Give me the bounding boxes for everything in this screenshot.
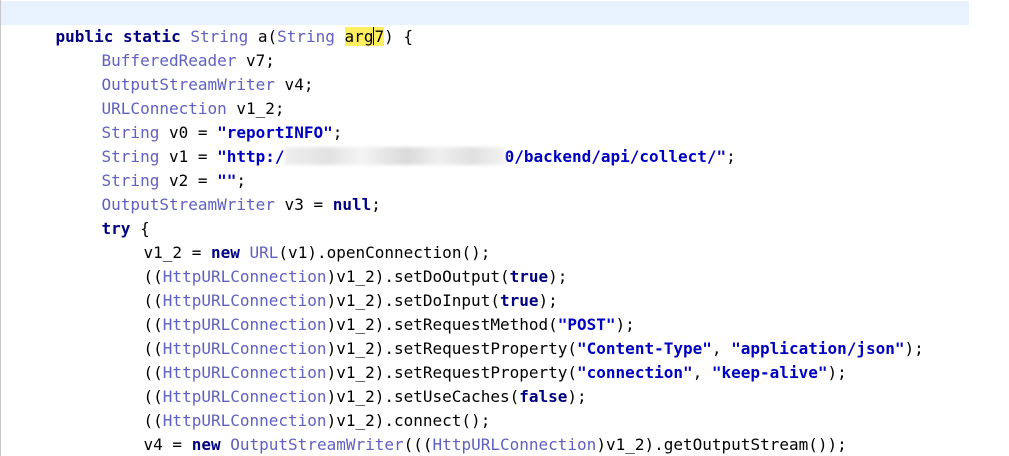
string-literal: 0/backend/api/collect/" bbox=[504, 147, 727, 166]
code-line[interactable]: public static String a(String arg7) { bbox=[55, 27, 413, 46]
code-line[interactable]: ((HttpURLConnection)v1_2).setDoOutput(tr… bbox=[143, 267, 568, 286]
code-line[interactable]: } bbox=[63, 431, 111, 455]
string-literal: "reportINFO" bbox=[217, 123, 333, 142]
type-name: HttpURLConnection bbox=[162, 315, 327, 334]
code-line[interactable]: OutputStreamWriter v4; bbox=[101, 75, 314, 94]
code-line[interactable]: String v2 = ""; bbox=[101, 171, 247, 190]
type-name: OutputStreamWriter bbox=[101, 75, 275, 94]
search-highlight: arg7 bbox=[344, 27, 385, 46]
code-line[interactable]: ((HttpURLConnection)v1_2).setUseCaches(f… bbox=[143, 387, 587, 406]
type-name: HttpURLConnection bbox=[162, 363, 327, 382]
code-line[interactable]: ((HttpURLConnection)v1_2).setRequestProp… bbox=[143, 339, 924, 358]
type-name: URLConnection bbox=[101, 99, 227, 118]
code-line[interactable]: OutputStreamWriter v3 = null; bbox=[101, 195, 381, 214]
type-name: OutputStreamWriter bbox=[101, 195, 275, 214]
redacted-region bbox=[284, 147, 505, 165]
type-name: String bbox=[277, 27, 335, 46]
code-line[interactable]: URLConnection v1_2; bbox=[101, 99, 285, 118]
code-line[interactable]: String v1 = "http:/0/backend/api/collect… bbox=[101, 147, 736, 166]
type-name: String bbox=[190, 27, 249, 46]
code-line[interactable]: v4 = new OutputStreamWriter(((HttpURLCon… bbox=[143, 435, 847, 454]
type-name: HttpURLConnection bbox=[162, 387, 327, 406]
type-name: BufferedReader bbox=[101, 51, 237, 70]
code-line[interactable]: ((HttpURLConnection)v1_2).connect(); bbox=[143, 411, 491, 430]
string-literal: "Content-Type" bbox=[577, 339, 712, 358]
type-name: String bbox=[101, 147, 160, 166]
string-literal: "connection" bbox=[577, 363, 693, 382]
type-name: HttpURLConnection bbox=[162, 411, 327, 430]
type-name: HttpURLConnection bbox=[162, 339, 327, 358]
code-line[interactable]: ((HttpURLConnection)v1_2).setDoInput(tru… bbox=[143, 291, 558, 310]
keyword: public static bbox=[55, 27, 181, 46]
code-line[interactable]: ((HttpURLConnection)v1_2).setRequestProp… bbox=[143, 363, 847, 382]
type-name: HttpURLConnection bbox=[162, 291, 327, 310]
code-line[interactable]: ((HttpURLConnection)v1_2).setRequestMeth… bbox=[143, 315, 635, 334]
keyword: false bbox=[519, 387, 568, 406]
type-name: String bbox=[101, 171, 160, 190]
code-line[interactable]: BufferedReader v7; bbox=[101, 51, 275, 70]
type-name: String bbox=[101, 123, 160, 142]
keyword: new bbox=[210, 243, 240, 262]
type-name: HttpURLConnection bbox=[162, 267, 327, 286]
code-line[interactable]: v1_2 = new URL(v1).openConnection(); bbox=[143, 243, 491, 262]
string-literal: "" bbox=[217, 171, 237, 190]
string-literal: "POST" bbox=[557, 315, 616, 334]
type-name: URL bbox=[249, 243, 279, 262]
string-literal: "keep-alive" bbox=[711, 363, 828, 382]
keyword: true bbox=[499, 291, 539, 310]
keyword: new bbox=[191, 435, 221, 454]
current-line-highlight bbox=[1, 1, 969, 25]
string-literal: "http:/ bbox=[217, 147, 285, 166]
type-name: OutputStreamWriter bbox=[230, 435, 404, 454]
keyword: try bbox=[101, 219, 131, 238]
keyword: true bbox=[509, 267, 549, 286]
string-literal: "application/json" bbox=[731, 339, 905, 358]
code-line[interactable]: String v0 = "reportINFO"; bbox=[101, 123, 343, 142]
text-caret bbox=[373, 27, 375, 45]
type-name: HttpURLConnection bbox=[432, 435, 597, 454]
keyword: null bbox=[332, 195, 372, 214]
code-line[interactable]: try { bbox=[101, 219, 150, 238]
method-name: a( bbox=[257, 27, 278, 46]
